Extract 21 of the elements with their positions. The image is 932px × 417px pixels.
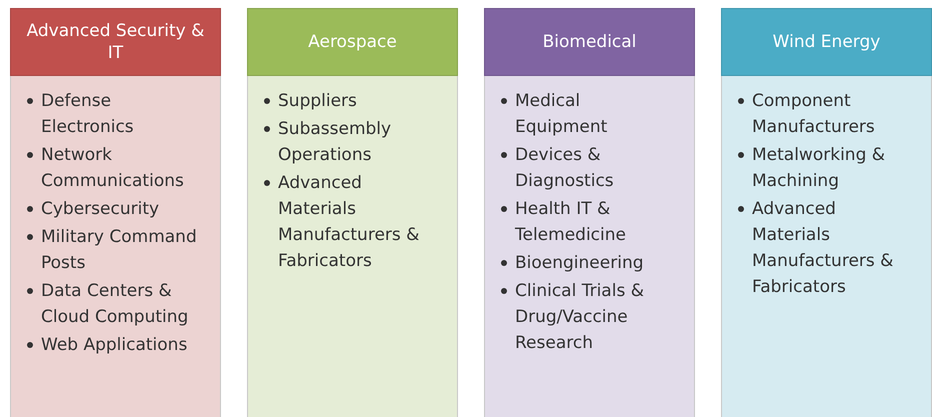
list-item: Subassembly Operations — [278, 119, 392, 165]
list-item: Component Manufacturers — [752, 91, 875, 137]
column-header: Advanced Security & IT — [10, 8, 221, 76]
list-item: Web Applications — [41, 335, 188, 355]
list-item: Clinical Trials & Drug/Vaccine Research — [515, 281, 644, 353]
list-item: Bioengineering — [515, 253, 644, 273]
list-item: Military Command Posts — [41, 227, 197, 273]
column-header: Biomedical — [484, 8, 695, 76]
list-item: Metalworking & Machining — [752, 145, 886, 191]
list-item: Advanced Materials Manufacturers & Fabricators — [752, 199, 894, 297]
list-item: Devices & Diagnostics — [515, 145, 614, 191]
list-item: Cybersecurity — [41, 199, 160, 219]
list-item: Suppliers — [278, 91, 357, 111]
list-item: Advanced Materials Manufacturers & Fabricators — [278, 173, 420, 271]
list-item: Medical Equipment — [515, 91, 608, 137]
list-item: Network Communications — [41, 145, 184, 191]
list-item: Data Centers & Cloud Computing — [41, 281, 188, 327]
list-item: Defense Electronics — [41, 91, 134, 137]
list-item: Health IT & Telemedicine — [515, 199, 626, 245]
column-header: Wind Energy — [721, 8, 932, 76]
column-header: Aerospace — [247, 8, 458, 76]
